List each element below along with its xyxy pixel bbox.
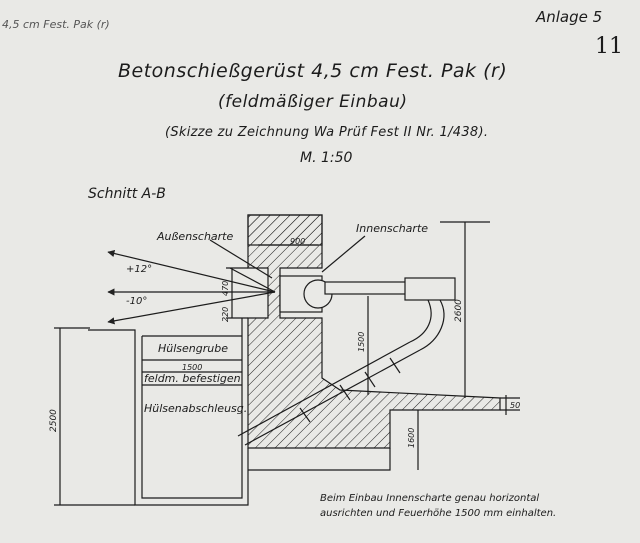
right-floor	[248, 448, 391, 471]
dim-embrasure-height: 470	[221, 281, 230, 296]
label-casing-chute: Hülsenabschleusg.	[144, 402, 247, 415]
dim-chute-height: 1500	[357, 332, 366, 352]
label-casing-pit: Hülsengrube	[158, 342, 228, 355]
ground-left	[88, 329, 249, 506]
dim-left-depth-value: 2500	[49, 409, 59, 432]
drawing-scale: M. 1:50	[300, 150, 353, 166]
annex-label: Anlage 5	[536, 8, 603, 26]
page-number: 11	[595, 34, 623, 59]
dim-wall-width: 900	[290, 237, 305, 246]
fire-line-down	[107, 291, 276, 325]
drawing-subtitle: (feldmäßiger Einbau)	[218, 92, 408, 112]
section-label: Schnitt A-B	[88, 186, 166, 202]
label-outer-embrasure: Außenscharte	[156, 230, 233, 243]
dim-pit-width: 1500	[182, 363, 202, 372]
wall-top-block	[247, 214, 323, 246]
drawing-title: Betonschießgerüst 4,5 cm Fest. Pak (r)	[118, 60, 508, 82]
label-field-fortify: feldm. befestigen	[144, 372, 241, 385]
dim-right-height-value: 2600	[454, 299, 464, 322]
sketch-reference: (Skizze zu Zeichnung Wa Prüf Fest II Nr.…	[165, 125, 489, 140]
label-angle-down: -10°	[126, 296, 147, 307]
concrete-wall	[247, 214, 501, 449]
fire-line-up	[107, 250, 276, 293]
footnote-line-2: ausrichten und Feuerhöhe 1500 mm einhalt…	[320, 508, 557, 519]
label-angle-up: +12°	[126, 264, 152, 275]
footnote-line-1: Beim Einbau Innenscharte genau horizonta…	[320, 493, 540, 504]
chute-elbow	[419, 299, 445, 351]
corner-note: 4,5 cm Fest. Pak (r)	[2, 18, 110, 31]
dim-step: 50	[510, 401, 520, 410]
label-inner-embrasure: Innenscharte	[356, 222, 428, 235]
dim-floor-depth: 1600	[407, 428, 416, 448]
dim-below-embrasure: 220	[221, 307, 230, 322]
pit-inner	[141, 318, 243, 499]
casing-chute	[237, 341, 421, 446]
